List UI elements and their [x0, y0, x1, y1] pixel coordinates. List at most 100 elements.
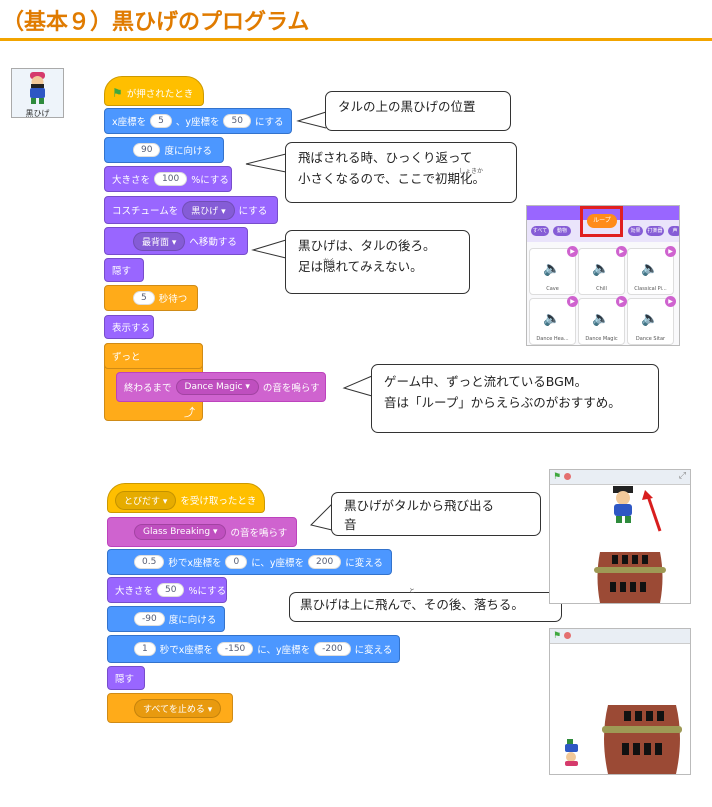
layer-dropdown[interactable]: 最背面	[133, 231, 186, 251]
sound-name: Dance Hea...	[536, 336, 569, 342]
tab-animals[interactable]: 動物	[553, 226, 571, 236]
sound-tile-classical-piano[interactable]: 🔈 ▶ Classical Pi...	[627, 246, 676, 295]
stage-preview-jump: ⚑ ⤢	[549, 469, 691, 604]
sound-tile-cave[interactable]: 🔈▶ Cave	[529, 246, 578, 295]
tab-loop[interactable]: ループ	[587, 214, 617, 228]
play-icon[interactable]: ▶	[616, 296, 627, 307]
stage-toolbar	[550, 629, 690, 644]
glide-xy-block-2[interactable]: 1 秒でx座標を -150 に、y座標を -200 に変える	[107, 635, 400, 663]
green-flag-icon[interactable]: ⚑	[553, 631, 562, 641]
goto-x-input[interactable]: 5	[150, 114, 172, 128]
callout-text-line1: 黒ひげがタルから飛び出る	[344, 498, 495, 513]
stop-dropdown[interactable]: すべてを止める	[134, 698, 222, 718]
play-icon[interactable]: ▶	[567, 296, 578, 307]
callout-text: タルの上の黒ひげの位置	[338, 99, 476, 114]
set-size-block[interactable]: 大きさを 100 %にする	[104, 166, 232, 192]
sound-dropdown-dance-magic[interactable]: Dance Magic	[175, 379, 259, 395]
tab-percussion[interactable]: 打楽器	[646, 226, 664, 236]
glide1-pre-label: 秒でx座標を	[168, 558, 222, 569]
glide-xy-block-1[interactable]: 0.5 秒でx座標を 0 に、y座標を 200 に変える	[107, 549, 392, 575]
callout-text-line1: 黒ひげは、タルの後ろ。	[298, 238, 436, 253]
sound-library-tab-row	[527, 220, 679, 242]
sound-dropdown-glass-breaking[interactable]: Glass Breaking	[134, 524, 227, 540]
sound-tile-dance-head[interactable]: 🔈 ▶ Dance Hea...	[529, 296, 578, 345]
wait-input[interactable]: 5	[133, 291, 155, 305]
callout-behind-barrel: 黒ひげは、タルの後ろ。 足は隠れてみえない。 かく	[285, 230, 470, 294]
tab-voice[interactable]: 声	[668, 226, 679, 236]
direction2-input[interactable]: -90	[134, 612, 165, 626]
goto-mid-label: 、y座標を	[175, 117, 220, 128]
go-to-layer-block[interactable]: 最背面 へ移動する	[104, 227, 248, 255]
play-icon[interactable]: ▶	[665, 246, 676, 257]
sound-name: Chill	[596, 286, 607, 292]
broadcast-dropdown[interactable]: とびだす	[115, 490, 177, 510]
direction2-post-label: 度に向ける	[168, 615, 217, 626]
callout-initialize: 飛ばされる時、ひっくり返って 小さくなるので、ここで初期化。 しょきか	[285, 142, 517, 203]
goto-y-input[interactable]: 50	[223, 114, 251, 128]
glide2-secs-input[interactable]: 1	[134, 642, 156, 656]
callout-fly-and-fall: 黒ひげは上に飛んで、その後、落ちる。 と	[289, 588, 562, 622]
wait-post-label: 秒待つ	[158, 294, 188, 305]
sound-name: Classical Pi...	[634, 286, 667, 292]
stop-icon[interactable]	[564, 473, 571, 480]
stop-all-block[interactable]: すべてを止める	[107, 693, 233, 723]
stop-icon[interactable]	[564, 632, 571, 639]
point-direction-block-2[interactable]: -90 度に向ける	[107, 606, 225, 632]
sound-tile-dance-magic[interactable]: 🔈▶ Dance Magic	[578, 296, 627, 345]
sound-tile-chill[interactable]: 🔈▶ Chill	[578, 246, 627, 295]
wait-block[interactable]: 5 秒待つ	[104, 285, 198, 311]
hide-block-2[interactable]: 隠す	[107, 666, 145, 690]
forever-block[interactable]: ずっと	[104, 343, 203, 369]
switch-costume-block[interactable]: コスチュームを 黒ひげ にする	[104, 196, 278, 224]
fullscreen-icon[interactable]: ⤢	[678, 471, 686, 481]
sprite-thumbnail[interactable]	[11, 68, 64, 118]
size2-post-label: %にする	[188, 586, 227, 597]
set-size-block-2[interactable]: 大きさを 50 %にする	[107, 577, 227, 603]
glide1-secs-input[interactable]: 0.5	[134, 555, 165, 569]
callout-text: 黒ひげは上に飛んで、その後、落ちる。	[300, 597, 524, 612]
goto-xy-block[interactable]: x座標を 5 、y座標を 50 にする	[104, 108, 292, 134]
callout-text-line2: 小さくなるので、ここで初期化。	[298, 171, 486, 187]
play-icon[interactable]: ▶	[616, 246, 627, 257]
tab-all[interactable]: すべて	[531, 226, 549, 236]
barrel	[594, 552, 666, 603]
size-input[interactable]: 100	[154, 172, 188, 186]
goto-pre-label: x座標を	[112, 117, 147, 128]
green-flag-icon: ⚑	[112, 86, 123, 100]
when-broadcast-received-block[interactable]: とびだす を受け取ったとき	[107, 483, 265, 513]
loop-tab-highlight	[580, 206, 623, 237]
speaker-icon: 🔈	[641, 311, 659, 327]
costume-dropdown[interactable]: 黒ひげ	[182, 200, 235, 220]
play-icon[interactable]: ▶	[567, 246, 578, 257]
when-flag-clicked-block[interactable]: ⚑ が押されたとき	[104, 76, 204, 106]
start-sound-block[interactable]: Glass Breaking の音を鳴らす	[107, 517, 297, 547]
glide2-y-input[interactable]: -200	[314, 642, 351, 656]
glide1-y-input[interactable]: 200	[308, 555, 342, 569]
hat-label: が押されたとき	[126, 89, 194, 100]
speaker-icon: 🔈	[543, 311, 561, 327]
furigana-shokika: しょきか	[459, 168, 484, 175]
hide-block[interactable]: 隠す	[104, 258, 144, 282]
title-underline	[0, 38, 712, 41]
size-post-label: %にする	[191, 175, 229, 186]
sound-tile-dance-sitar[interactable]: 🔈 ▶ Dance Sitar	[627, 296, 676, 345]
direction-input[interactable]: 90	[133, 143, 161, 157]
show-block[interactable]: 表示する	[104, 315, 154, 339]
loop-arrow-icon: ⤴	[184, 406, 195, 419]
play-sound-until-done-block[interactable]: 終わるまで Dance Magic の音を鳴らす	[116, 372, 326, 402]
play-icon[interactable]: ▶	[665, 296, 676, 307]
glide2-x-input[interactable]: -150	[216, 642, 254, 656]
glide1-post-label: に変える	[345, 558, 383, 569]
glide1-x-input[interactable]: 0	[225, 555, 248, 569]
glide2-pre-label: 秒でx座標を	[159, 645, 213, 656]
speaker-icon: 🔈	[641, 261, 659, 277]
green-flag-icon[interactable]: ⚑	[553, 472, 562, 482]
glide1-mid-label: に、y座標を	[251, 558, 305, 569]
size2-input[interactable]: 50	[157, 583, 185, 597]
sound-name: Dance Sitar	[635, 336, 666, 342]
size2-pre-label: 大きさを	[115, 586, 154, 597]
tab-effects[interactable]: 効果	[628, 226, 643, 236]
point-direction-block[interactable]: 90 度に向ける	[104, 137, 224, 163]
callout-text-line2: 音は「ループ」からえらぶのがおすすめ。	[384, 395, 621, 411]
